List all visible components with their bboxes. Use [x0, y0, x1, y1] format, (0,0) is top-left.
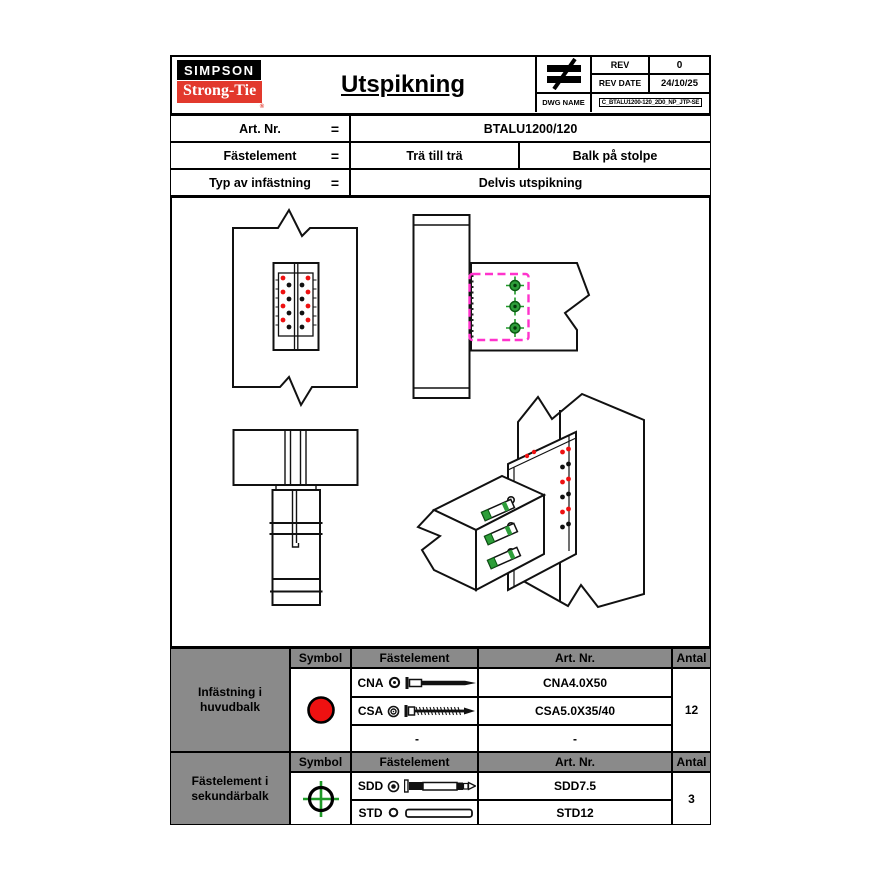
rod-end-top-icon [388, 807, 398, 818]
view-side-elevation [412, 214, 591, 399]
fastener-code: SDD [357, 779, 384, 793]
view-plan-nail-pattern [232, 207, 358, 408]
logo-strongtie: Strong-Tie® [177, 81, 264, 110]
dowel-head-top-icon [387, 780, 400, 792]
dwg-name-label: DWG NAME [542, 98, 585, 108]
not-equal-icon [537, 57, 590, 94]
equals-sign: = [330, 174, 339, 191]
rev-date-value: 24/10/25 [648, 75, 709, 94]
fastener-row-empty: - [351, 725, 478, 752]
column-header-symbol: Symbol [290, 648, 351, 668]
article-info-table: Art. Nr.= BTALU1200/120 Fästelement= Trä… [170, 115, 711, 196]
drawing-area [170, 196, 711, 648]
info-label-infastning: Typ av infästning= [170, 169, 350, 196]
info-label-artnr: Art. Nr.= [170, 115, 350, 142]
technical-drawing [232, 207, 645, 609]
secondary-beam-fastener-table: Fästelement i sekundärbalk Symbol Fästel… [170, 752, 711, 825]
simpson-strongtie-logo: SIMPSON Strong-Tie® [177, 60, 264, 110]
dwg-name-value: C_BTALU1200-120_2D0_NP_JTP-SE [590, 93, 709, 112]
column-header-qty: Antal [672, 752, 711, 772]
drawing-sheet: SIMPSON Strong-Tie® Utspikning REV 0 REV… [170, 55, 711, 825]
artnr-sdd: SDD7.5 [478, 772, 672, 800]
screw-head-top-icon [387, 705, 400, 717]
iso-nail-dots [524, 446, 571, 530]
red-circle-symbol [290, 668, 351, 752]
artnr-cna: CNA4.0X50 [478, 668, 672, 697]
revision-block: REV 0 REV DATE 24/10/25 DWG NAME C_BTALU… [535, 57, 709, 112]
column-header-artnr: Art. Nr. [478, 648, 672, 668]
artnr-empty: - [478, 725, 672, 752]
rev-value: 0 [648, 57, 709, 76]
view-front-elevation [232, 429, 359, 606]
dowel-screw-icon [404, 779, 477, 793]
registered-mark: ® [259, 104, 265, 110]
equals-sign: = [330, 120, 339, 137]
fastener-code: CNA [357, 675, 384, 690]
nail-dots [280, 275, 311, 330]
rev-date-label: REV DATE [590, 75, 648, 94]
qty-main-beam: 12 [672, 668, 711, 752]
group-label-main-beam: Infästning i huvudbalk [170, 648, 290, 752]
equals-sign: = [330, 147, 339, 164]
artnr-std: STD12 [478, 800, 672, 825]
info-value-connection-type: Balk på stolpe [519, 142, 711, 169]
info-value-nailing-type: Delvis utspikning [350, 169, 711, 196]
logo-simpson: SIMPSON [177, 60, 262, 80]
side-view-fasteners [506, 276, 524, 337]
iso-green-dowels [480, 498, 522, 570]
info-value-artnr: BTALU1200/120 [350, 115, 711, 142]
column-header-qty: Antal [672, 648, 711, 668]
fastener-row-cna: CNA [351, 668, 478, 697]
view-isometric [416, 392, 645, 609]
column-header-symbol: Symbol [290, 752, 351, 772]
artnr-csa: CSA5.0X35/40 [478, 697, 672, 725]
info-label-fastelement: Fästelement= [170, 142, 350, 169]
nail-head-top-icon [388, 676, 400, 689]
sheet-title: Utspikning [267, 57, 539, 112]
title-block: SIMPSON Strong-Tie® Utspikning REV 0 REV… [170, 55, 711, 115]
column-header-fastener: Fästelement [351, 752, 478, 772]
fastener-code: STD [358, 805, 383, 820]
column-header-artnr: Art. Nr. [478, 752, 672, 772]
group-label-secondary-beam: Fästelement i sekundärbalk [170, 752, 290, 825]
nail-icon [405, 676, 476, 689]
threaded-rod-icon [404, 808, 473, 818]
main-beam-fastener-table: Infästning i huvudbalk Symbol Fästelemen… [170, 648, 711, 752]
info-value-material: Trä till trä [350, 142, 519, 169]
fastener-row-std: STD [351, 800, 478, 825]
green-crosshair-symbol [290, 772, 351, 825]
column-header-fastener: Fästelement [351, 648, 478, 668]
rev-label: REV [590, 57, 648, 76]
fastener-code: CSA [357, 704, 384, 718]
fastener-row-sdd: SDD [351, 772, 478, 800]
qty-secondary-beam: 3 [672, 772, 711, 825]
hidden-connector-outline [468, 272, 530, 342]
fastener-row-csa: CSA [351, 697, 478, 725]
iso-beam-end-break [416, 508, 477, 592]
sheet-title-text: Utspikning [341, 70, 465, 98]
screw-icon [404, 705, 476, 717]
